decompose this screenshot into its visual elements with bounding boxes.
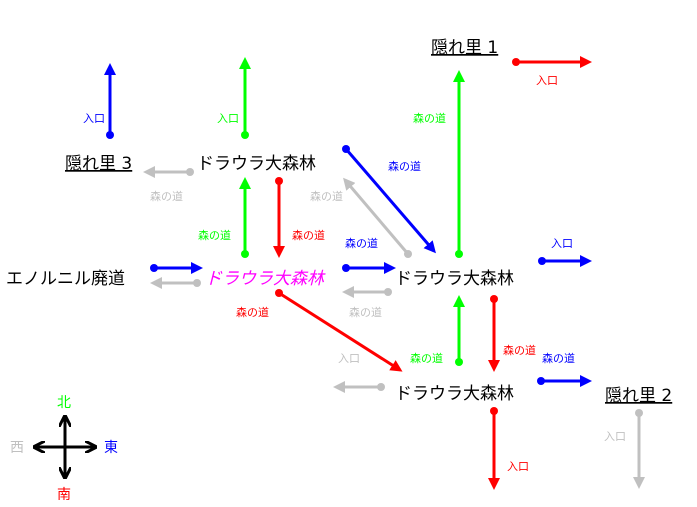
node-drawra-forest-top[interactable]: ドラウラ大森林 (197, 154, 316, 174)
label-forest-path: 森の道 (198, 228, 231, 242)
arrow-east (344, 148, 436, 254)
compass-west: 西 (10, 440, 24, 456)
label-forest-path: 森の道 (345, 236, 378, 250)
label-forest-path: 森の道 (542, 351, 575, 365)
compass-south: 南 (57, 487, 71, 503)
label-entrance: 入口 (536, 74, 558, 87)
label-forest-path: 森の道 (236, 305, 269, 319)
node-drawra-forest-current[interactable]: ドラウラ大森林 (205, 269, 326, 289)
node-enoruniru-road[interactable]: エノルニル廃道 (6, 269, 125, 289)
node-hidden-village-3[interactable]: 隠れ里 3 (65, 154, 132, 174)
label-forest-path: 森の道 (413, 111, 446, 125)
node-hidden-village-1[interactable]: 隠れ里 1 (431, 38, 498, 58)
compass (36, 418, 94, 476)
label-forest-path: 森の道 (388, 159, 421, 173)
arrow-origin-dots (106, 58, 643, 417)
node-drawra-forest-center[interactable]: ドラウラ大森林 (395, 269, 514, 289)
label-forest-path: 森の道 (150, 189, 183, 203)
compass-east: 東 (104, 440, 118, 456)
label-entrance: 入口 (83, 112, 105, 125)
label-forest-path: 森の道 (310, 189, 343, 203)
arrow-west (343, 177, 410, 255)
label-forest-path: 森の道 (503, 343, 536, 357)
label-entrance: 入口 (604, 430, 626, 443)
label-entrance: 入口 (507, 460, 529, 473)
label-forest-path: 森の道 (292, 228, 325, 242)
arrow-south (278, 291, 403, 372)
label-entrance: 入口 (217, 112, 239, 125)
compass-north: 北 (57, 395, 71, 411)
node-hidden-village-2[interactable]: 隠れ里 2 (605, 386, 672, 406)
label-forest-path: 森の道 (349, 305, 382, 319)
node-drawra-forest-bottom[interactable]: ドラウラ大森林 (395, 384, 514, 404)
label-entrance: 入口 (338, 352, 360, 365)
label-forest-path: 森の道 (410, 351, 443, 365)
label-entrance: 入口 (551, 237, 573, 250)
